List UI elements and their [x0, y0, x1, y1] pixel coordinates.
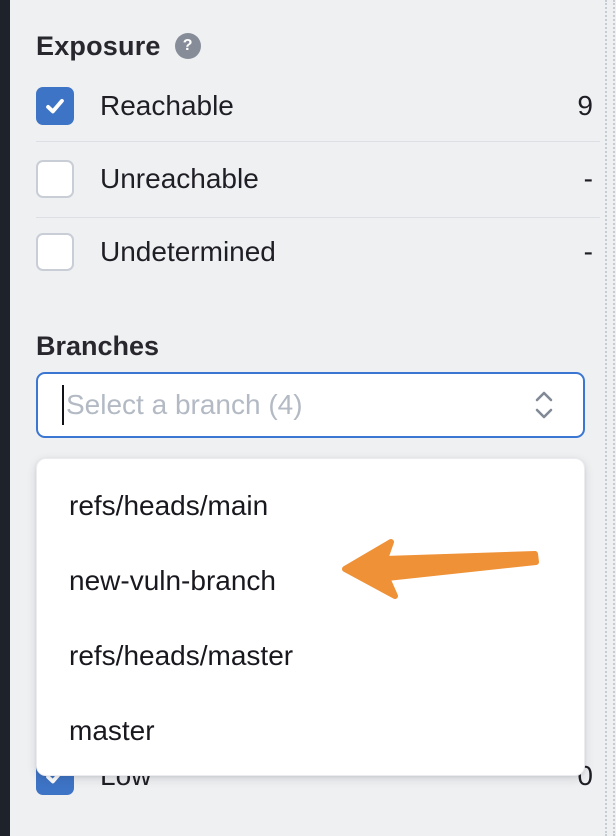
filter-option-count: - [583, 236, 593, 267]
branch-option-master[interactable]: master [69, 714, 155, 746]
chevron-up-down-icon[interactable] [531, 388, 557, 422]
left-edge-strip [0, 0, 10, 836]
filter-option-unreachable[interactable]: Unreachable - [36, 160, 593, 198]
row-divider [36, 217, 600, 218]
branch-option-master-ref[interactable]: refs/heads/master [69, 639, 294, 671]
exposure-heading: Exposure [36, 30, 161, 61]
branches-heading: Branches [36, 331, 160, 361]
filter-option-undetermined[interactable]: Undetermined - [36, 233, 593, 271]
filter-option-count: - [583, 163, 593, 194]
branch-dropdown-list: refs/heads/main new-vuln-branch refs/hea… [36, 458, 585, 776]
checkbox-unchecked-icon[interactable] [36, 233, 74, 271]
right-dotted-divider-edge [613, 0, 615, 836]
checkbox-unchecked-icon[interactable] [36, 160, 74, 198]
filter-option-count: 9 [577, 90, 593, 121]
filter-option-reachable[interactable]: Reachable 9 [36, 87, 593, 125]
row-divider [36, 141, 600, 142]
exposure-section-header: Exposure ? [36, 31, 201, 61]
filter-option-label: Undetermined [100, 236, 276, 267]
text-cursor [62, 385, 64, 425]
filter-option-label: Unreachable [100, 163, 259, 194]
checkbox-checked-icon[interactable] [36, 87, 74, 125]
right-dotted-divider [605, 0, 607, 836]
branch-option-main[interactable]: refs/heads/main [69, 489, 269, 521]
branch-select-input[interactable] [36, 372, 585, 438]
branch-search-field[interactable] [66, 389, 531, 421]
branch-option-new-vuln-branch[interactable]: new-vuln-branch [69, 564, 276, 596]
filter-option-label: Reachable [100, 90, 234, 121]
help-icon[interactable]: ? [174, 33, 201, 59]
